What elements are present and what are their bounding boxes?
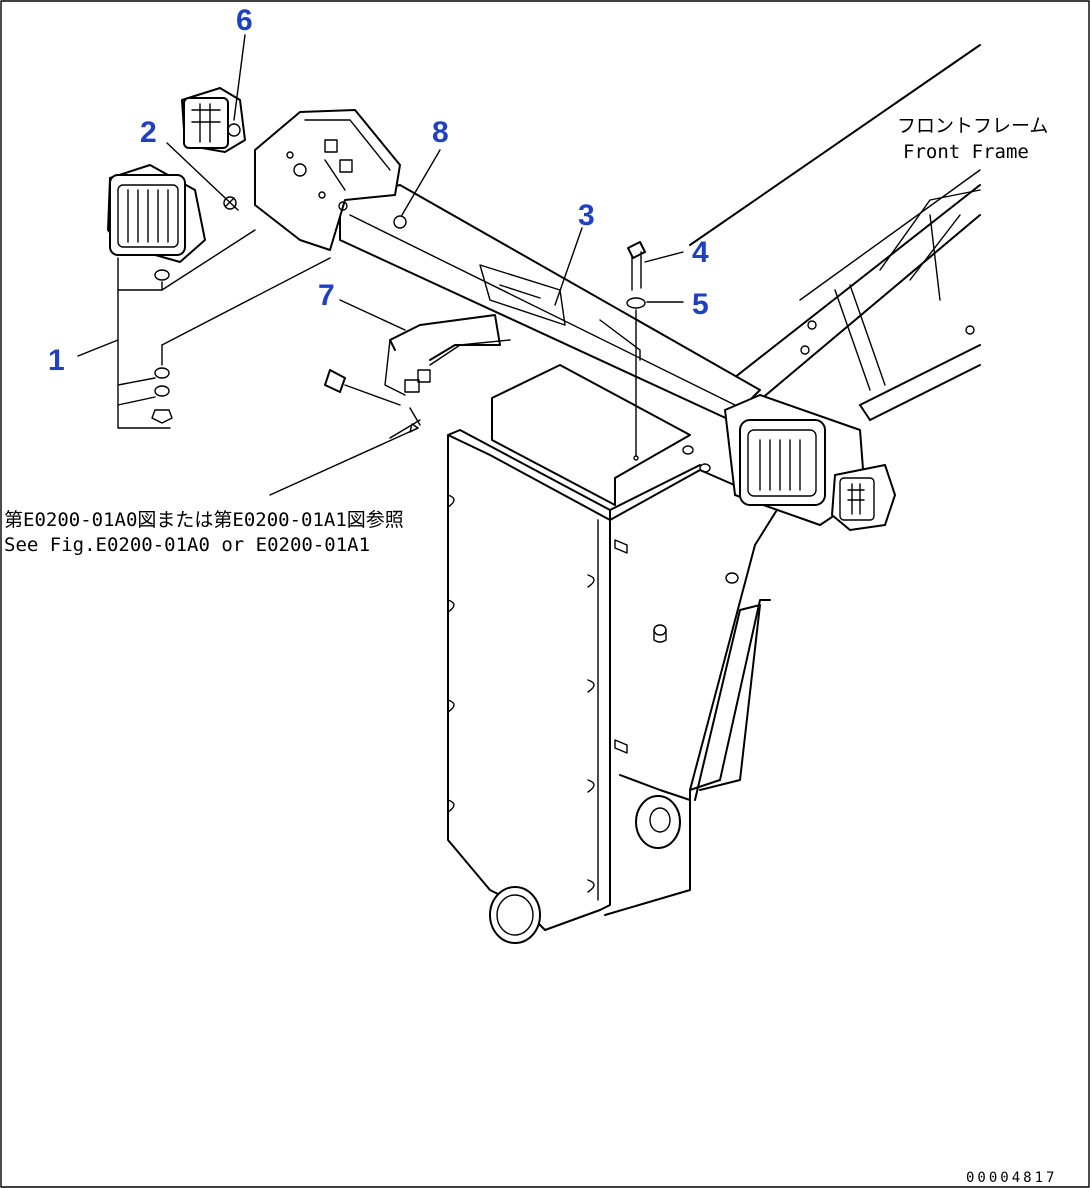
callout-7: 7 [318, 279, 335, 312]
reference-note-jp: 第E0200-01A0図または第E0200-01A1図参照 [4, 509, 404, 531]
leader-7 [339, 299, 406, 331]
leader-3 [554, 227, 583, 306]
drawing-number: 00004817 [966, 1170, 1057, 1186]
callout-6: 6 [236, 4, 253, 37]
radiator-guard [447, 364, 781, 944]
lamp-bracket [254, 109, 761, 421]
front-frame [689, 44, 981, 421]
callout-1: 1 [48, 344, 65, 377]
leader-2 [166, 142, 223, 196]
left-work-lamp [107, 164, 331, 429]
leader-8 [401, 149, 441, 216]
fasteners [221, 194, 646, 461]
small-side-lamp [181, 87, 246, 153]
wire-harness [384, 314, 511, 396]
leader-6 [233, 34, 246, 121]
leader-1 [77, 339, 119, 357]
leader-4 [644, 251, 684, 263]
frame-label-en: Front Frame [903, 141, 1029, 163]
right-work-lamp [724, 394, 896, 531]
callout-5: 5 [692, 288, 709, 321]
callout-4: 4 [692, 236, 709, 269]
callout-3: 3 [578, 199, 595, 232]
callout-2: 2 [140, 116, 157, 149]
leader-lines [77, 34, 684, 496]
leader-reference [269, 427, 419, 496]
callout-8: 8 [432, 116, 449, 149]
frame-label-jp: フロントフレーム [897, 115, 1048, 137]
reference-note-en: See Fig.E0200-01A0 or E0200-01A1 [4, 534, 370, 556]
